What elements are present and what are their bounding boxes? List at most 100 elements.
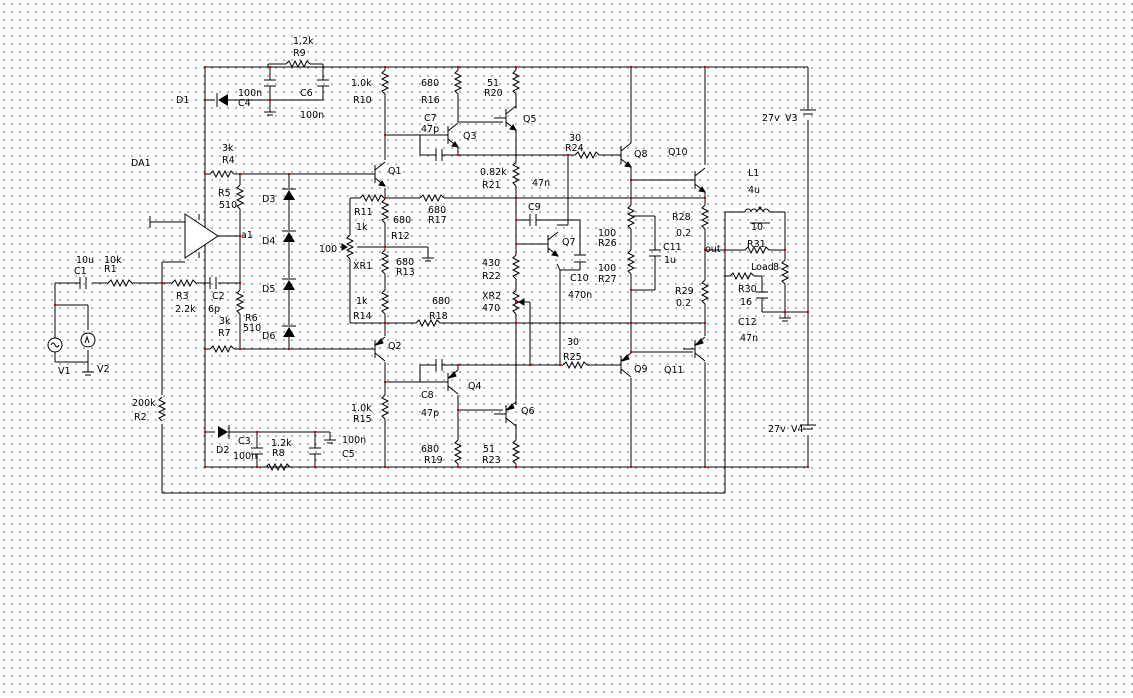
value-c10: 470n — [568, 290, 592, 301]
label-r10: R10 — [353, 95, 372, 106]
wires — [54, 63, 809, 494]
value-47n: 47n — [532, 178, 550, 189]
transistors — [362, 105, 706, 427]
label-c12: C12 — [738, 317, 757, 328]
label-r20: R20 — [484, 88, 503, 99]
label-xr1: XR1 — [353, 261, 372, 272]
resistors — [107, 60, 789, 471]
label-r28: R28 — [672, 212, 691, 223]
label-v3: V3 — [785, 113, 798, 124]
grounds — [264, 111, 791, 444]
label-l1: L1 — [748, 168, 759, 179]
value-r3: 2.2k — [175, 304, 196, 315]
label-r30: R30 — [738, 284, 757, 295]
value-r4: 3k — [222, 143, 234, 154]
label-r1: R1 — [104, 264, 117, 275]
label-c11: C11 — [663, 242, 682, 253]
label-d4: D4 — [262, 236, 275, 247]
value-v4: 27v — [768, 424, 786, 435]
value-xr1: 100 — [319, 244, 337, 255]
value-r31: 10 — [751, 222, 763, 233]
value-r28: 0.2 — [676, 228, 691, 239]
label-q8: Q8 — [634, 149, 648, 160]
value-r18: 680 — [432, 296, 450, 307]
label-r17: R17 — [428, 215, 447, 226]
value-r25: 30 — [567, 337, 579, 348]
label-r9: R9 — [293, 48, 306, 59]
label-r24: R24 — [565, 143, 584, 154]
label-da1: DA1 — [131, 158, 151, 169]
label-v2: V2 — [97, 364, 110, 375]
label-r5: R5 — [218, 188, 231, 199]
label-q3: Q3 — [463, 131, 477, 142]
label-r14: R14 — [353, 311, 372, 322]
label-c10: C10 — [570, 273, 589, 284]
value-xr2: 470 — [482, 303, 500, 314]
sources — [47, 109, 816, 430]
junction-nodes — [54, 66, 809, 468]
label-c4: C4 — [238, 98, 251, 109]
label-q7: Q7 — [562, 237, 576, 248]
value-c3: 100n — [233, 451, 257, 462]
label-r27: R27 — [598, 274, 617, 285]
label-xr2: XR2 — [482, 291, 501, 302]
label-r7: R7 — [218, 328, 231, 339]
label-q4: Q4 — [468, 381, 482, 392]
label-d2: D2 — [216, 445, 229, 456]
label-v1: V1 — [58, 366, 71, 377]
label-r4: R4 — [222, 155, 235, 166]
label-q1: Q1 — [388, 166, 402, 177]
label-r12: R12 — [391, 231, 410, 242]
value-r9: 1.2k — [293, 36, 314, 47]
inductor-l1 — [744, 206, 770, 213]
value-c8: 47p — [421, 408, 439, 419]
value-r26: 100 — [598, 228, 616, 239]
value-r7: 3k — [219, 316, 231, 327]
value-r30: 16 — [740, 297, 752, 308]
label-r11: R11 — [354, 207, 373, 218]
value-r11: 1k — [356, 222, 368, 233]
value-c1: 10u — [76, 255, 94, 266]
label-c5: C5 — [342, 449, 355, 460]
value-r29: 0.2 — [676, 298, 691, 309]
value-r21: 0.82k — [480, 167, 507, 178]
value-l1: 4u — [748, 185, 760, 196]
value-c11: 1u — [664, 255, 676, 266]
label-r18: R18 — [429, 311, 448, 322]
label-r2: R2 — [134, 412, 147, 423]
label-c7: C7 — [424, 113, 437, 124]
value-load: 8 — [773, 262, 779, 273]
value-r24: 30 — [569, 133, 581, 144]
label-c2: C2 — [212, 291, 225, 302]
label-r22: R22 — [482, 271, 501, 282]
value-r10: 1.0k — [351, 78, 372, 89]
value-r12: 680 — [393, 215, 411, 226]
label-r6: R6 — [245, 313, 258, 324]
label-r19: R19 — [424, 455, 443, 466]
value-c4: 100n — [238, 88, 262, 99]
opamp-da1 — [149, 213, 219, 259]
capacitors — [79, 79, 768, 455]
label-r29: R29 — [675, 286, 694, 297]
value-r8: 1.2k — [271, 438, 292, 449]
label-r31: R31 — [747, 239, 766, 250]
label-r23: R23 — [482, 455, 501, 466]
value-c6: 100n — [300, 110, 324, 121]
label-r25: R25 — [563, 352, 582, 363]
label-q6: Q6 — [521, 406, 535, 417]
label-d6: D6 — [262, 331, 275, 342]
label-c8: C8 — [421, 390, 434, 401]
value-r6: 510 — [243, 323, 261, 334]
label-q9: Q9 — [634, 364, 648, 375]
value-v3: 27v — [762, 113, 780, 124]
potentiometer-wipers — [340, 243, 525, 306]
label-c6: C6 — [300, 88, 313, 99]
label-q2: Q2 — [388, 341, 402, 352]
label-d5: D5 — [262, 284, 275, 295]
value-r14: 1k — [356, 296, 368, 307]
component-labels: DA1 D1 C4 100n 1.2k R9 C6 100n 1.0k R10 … — [58, 36, 804, 466]
label-r21: R21 — [482, 180, 501, 191]
label-r8: R8 — [272, 448, 285, 459]
label-d3: D3 — [262, 194, 275, 205]
